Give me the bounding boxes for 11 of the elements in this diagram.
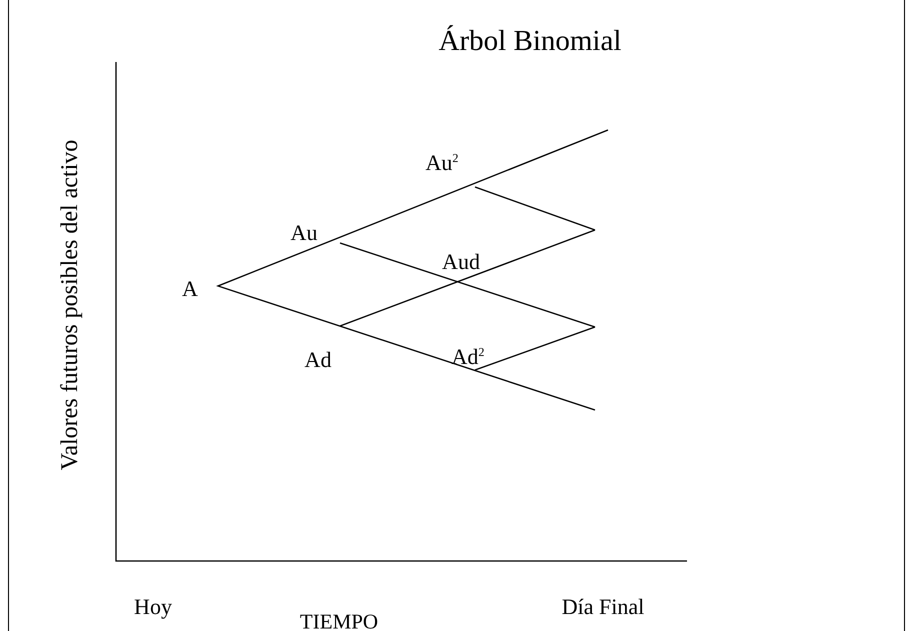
node-label: Aud	[442, 251, 480, 273]
node-label: Au$^{2}$	[426, 152, 458, 174]
axis-title: TIEMPO	[300, 612, 378, 631]
node-label: A	[182, 278, 198, 300]
axis-tick-label: Día Final	[562, 596, 644, 618]
axis-title: Valores futuros posibles del activo	[58, 140, 82, 470]
node-label: Au	[290, 222, 318, 244]
axis-tick-label: Hoy	[134, 596, 172, 618]
node-label: Ad$^{2}$	[452, 346, 484, 368]
chart-title: Árbol Binomial	[438, 27, 622, 56]
node-label: Ad	[304, 349, 332, 371]
